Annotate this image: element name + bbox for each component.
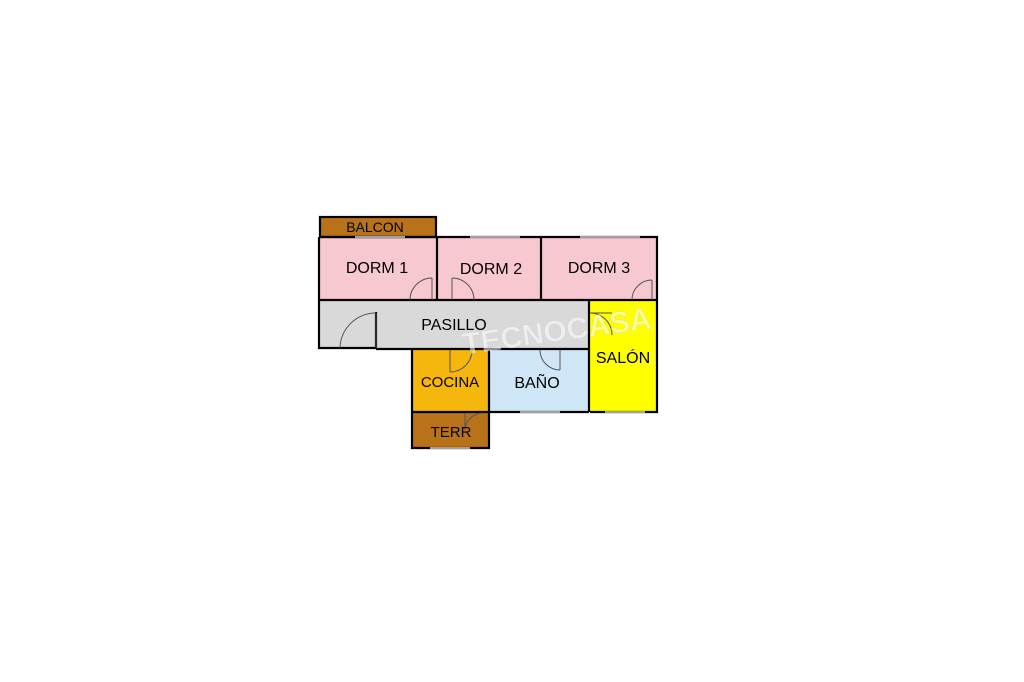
room-label-dorm2: DORM 2: [460, 261, 522, 278]
room-label-balcon: BALCON: [346, 219, 404, 235]
room-label-dorm1: DORM 1: [346, 260, 408, 277]
room-dorm3: [542, 238, 656, 299]
room-dorm2: [438, 238, 540, 299]
room-balcon: [320, 217, 436, 236]
room-label-terr: TERR: [431, 424, 472, 441]
room-label-cocina: COCINA: [421, 374, 479, 391]
room-salon: [590, 301, 656, 411]
room-label-pasillo: PASILLO: [421, 317, 487, 334]
windows: [355, 236, 645, 449]
room-bano: [490, 350, 588, 411]
room-pasillo: [320, 301, 588, 348]
room-dorm1: [320, 238, 436, 299]
room-label-salon: SALÓN: [596, 348, 650, 367]
room-label-bano: BAÑO: [514, 372, 559, 392]
doors: [339, 277, 653, 431]
room-label-dorm3: DORM 3: [568, 260, 630, 277]
room-terr: [413, 413, 488, 447]
